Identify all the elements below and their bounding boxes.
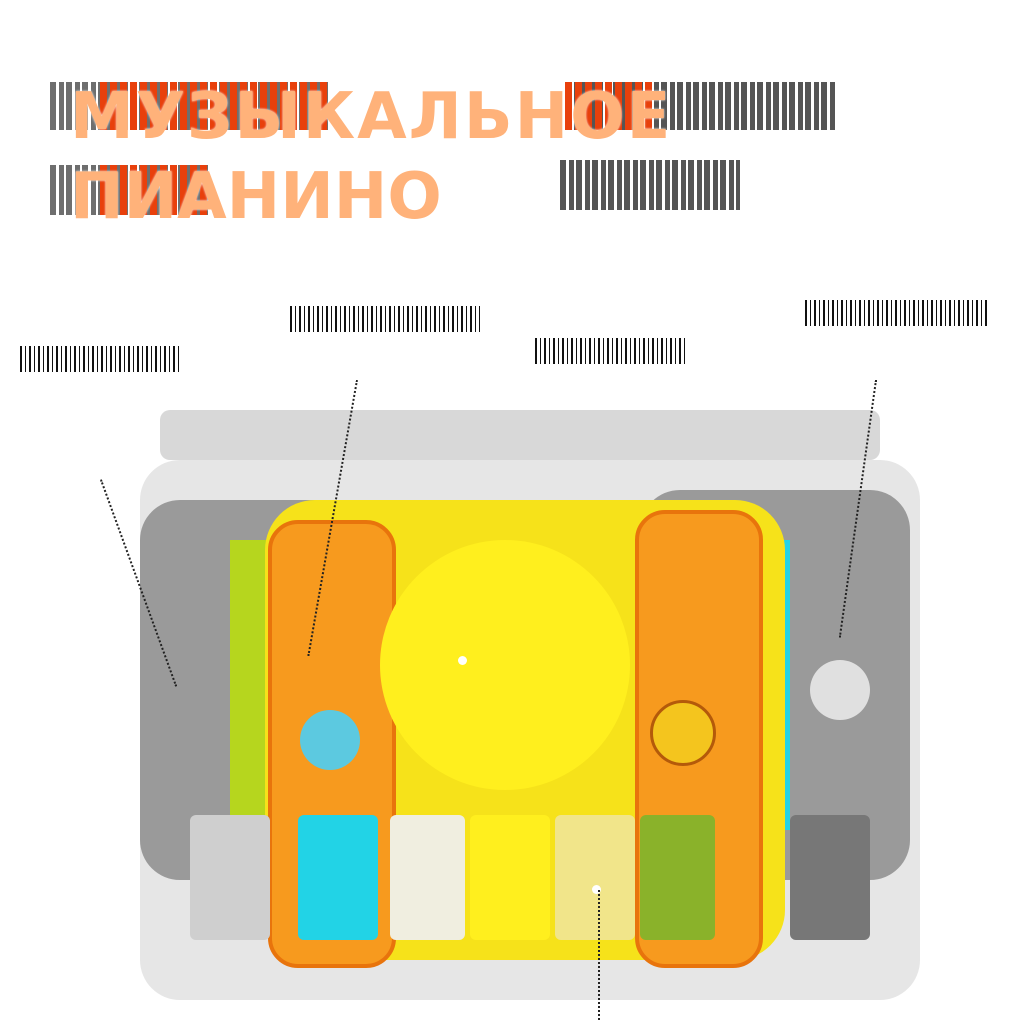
callout-label [805,300,990,326]
callout-label [535,338,685,364]
title-line-2: ПИАНИНО [70,160,442,234]
callout-dot [592,885,601,894]
garbled-title-overlay [560,160,740,210]
callout-dot [458,656,467,665]
garbled-title-overlay [100,82,330,130]
garbled-title-overlay [100,165,210,215]
callout-label [290,306,480,332]
garbled-title-overlay [565,82,655,130]
callout-line [598,890,600,1020]
toy-piano-image [110,400,930,1020]
callout-label [20,346,180,372]
title-line-1: МУЗЫКАЛЬНОЕ [70,80,673,154]
